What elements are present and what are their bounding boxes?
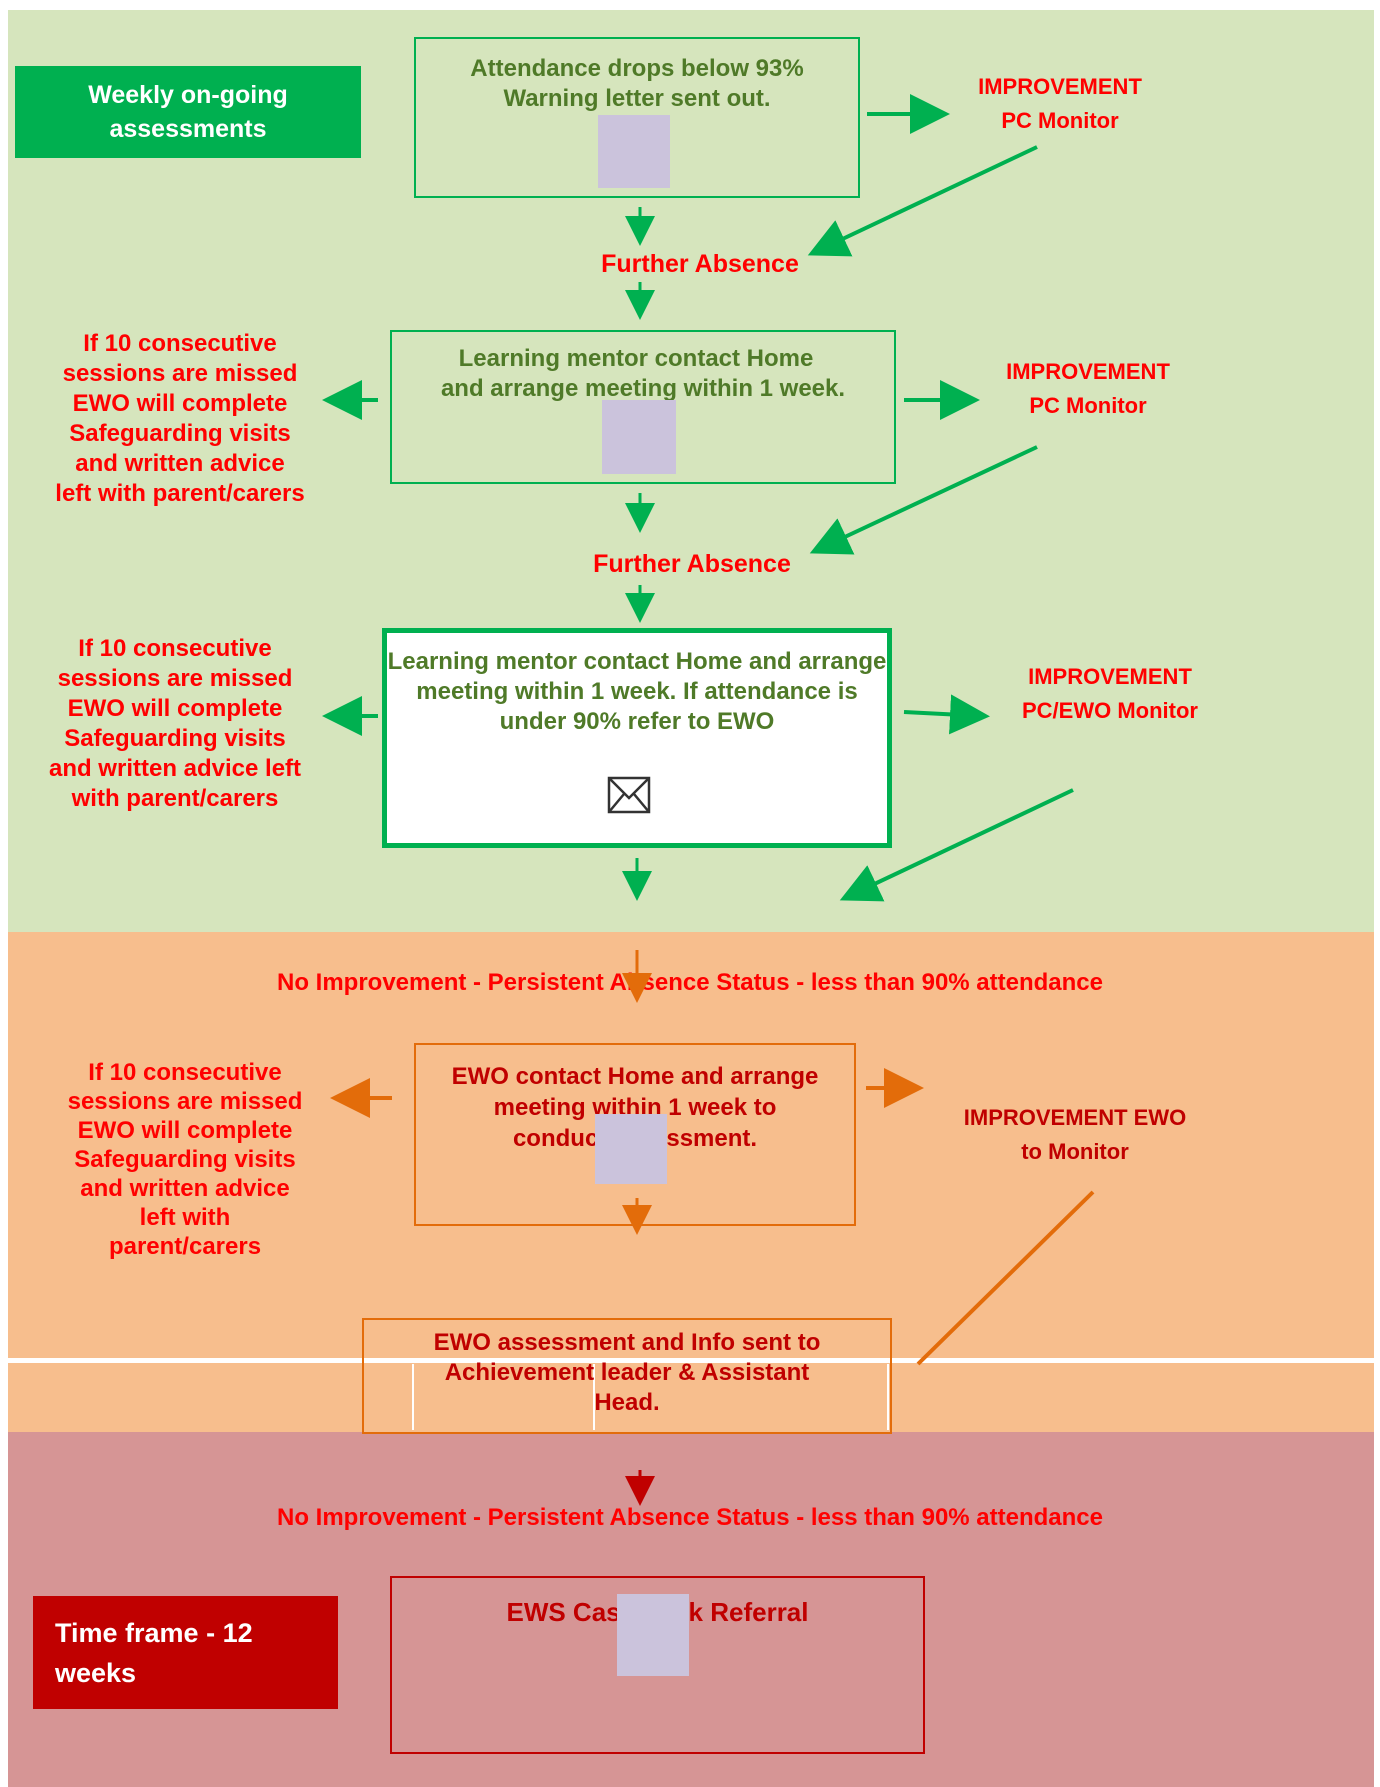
note-line: If 10 consecutive — [83, 330, 277, 357]
improvement-label: IMPROVEMENT PC Monitor — [920, 70, 1200, 138]
safeguarding-note: If 10 consecutive sessions are missed EW… — [30, 634, 320, 814]
mentor-refer-ewo-text: Learning mentor contact Home and arrange… — [387, 648, 887, 735]
note-line: with parent/carers — [71, 785, 279, 812]
box-divider — [412, 1364, 414, 1430]
note-line: parent/carers — [108, 1233, 262, 1260]
document-thumbnail — [595, 1114, 667, 1184]
time-frame-label: Time frame - 12 weeks — [33, 1596, 338, 1709]
arrow-diagonal — [807, 145, 1038, 257]
note-line: left with parent/carers — [55, 480, 305, 507]
note-line: and written advice — [80, 1175, 290, 1202]
connector-line — [916, 1190, 1095, 1366]
warning-letter-line-2: Warning letter sent out. — [503, 85, 771, 112]
safeguarding-note: If 10 consecutive sessions are missed EW… — [30, 329, 330, 509]
mentor-contact-line-2: and arrange meeting within 1 week. — [440, 375, 846, 402]
improvement-line-2: PC Monitor — [1029, 393, 1147, 418]
note-line: If 10 consecutive — [88, 1059, 282, 1086]
improvement-line-2: PC Monitor — [1001, 108, 1119, 133]
safeguarding-note: If 10 consecutive sessions are missed EW… — [45, 1058, 325, 1261]
arrow-diagonal — [809, 445, 1038, 555]
document-thumbnail — [602, 400, 676, 474]
note-line: sessions are missed — [62, 360, 298, 387]
further-absence-label: Further Absence — [601, 250, 799, 278]
improvement-label: IMPROVEMENT PC/EWO Monitor — [970, 660, 1250, 728]
weekly-assessments-text: Weekly on-going assessments — [88, 81, 288, 143]
note-line: sessions are missed — [67, 1088, 303, 1115]
document-thumbnail — [617, 1594, 689, 1676]
persistent-absence-heading: No Improvement - Persistent Absence Stat… — [276, 1504, 1104, 1531]
box-divider — [593, 1364, 595, 1430]
weekly-assessments-label: Weekly on-going assessments — [15, 66, 361, 158]
note-line: EWO will complete — [72, 390, 288, 417]
note-line: EWO will complete — [77, 1117, 293, 1144]
improvement-line-1: IMPROVEMENT — [978, 74, 1142, 99]
note-line: Safeguarding visits — [64, 725, 286, 752]
ewo-assessment-box: EWO assessment and Info sent to Achievem… — [362, 1318, 892, 1434]
box-divider — [887, 1364, 889, 1430]
persistent-absence-heading: No Improvement - Persistent Absence Stat… — [276, 969, 1104, 996]
note-line: and written advice left — [48, 755, 302, 782]
note-line: If 10 consecutive — [78, 635, 272, 662]
warning-letter-box: Attendance drops below 93% Warning lette… — [414, 37, 860, 198]
warning-letter-line-1: Attendance drops below 93% — [470, 55, 804, 82]
note-line: Safeguarding visits — [74, 1146, 296, 1173]
stage-separator — [8, 1358, 1374, 1363]
improvement-label: IMPROVEMENT EWO to Monitor — [930, 1101, 1220, 1169]
improvement-line-1: IMPROVEMENT — [1028, 664, 1192, 689]
stage-2-background — [8, 932, 1374, 1432]
note-line: Safeguarding visits — [69, 420, 291, 447]
improvement-line-2: PC/EWO Monitor — [1022, 698, 1198, 723]
arrow-diagonal — [839, 788, 1074, 902]
note-line: sessions are missed — [57, 665, 293, 692]
improvement-line-1: IMPROVEMENT EWO — [963, 1105, 1187, 1130]
note-line: and written advice — [75, 450, 285, 477]
envelope-icon — [602, 768, 656, 822]
improvement-line-2: to Monitor — [1021, 1139, 1129, 1164]
note-line: EWO will complete — [67, 695, 283, 722]
arrow-right — [903, 694, 990, 735]
mentor-contact-line-1: Learning mentor contact Home — [458, 345, 814, 372]
improvement-line-1: IMPROVEMENT — [1006, 359, 1170, 384]
time-frame-text: Time frame - 12 weeks — [55, 1617, 253, 1688]
note-line: left with — [139, 1204, 231, 1231]
document-thumbnail — [598, 115, 670, 188]
mentor-contact-box: Learning mentor contact Home and arrange… — [390, 330, 896, 484]
improvement-label: IMPROVEMENT PC Monitor — [948, 355, 1228, 423]
further-absence-label: Further Absence — [593, 550, 791, 578]
ewo-assessment-text: EWO assessment and Info sent to Achievem… — [433, 1329, 821, 1416]
